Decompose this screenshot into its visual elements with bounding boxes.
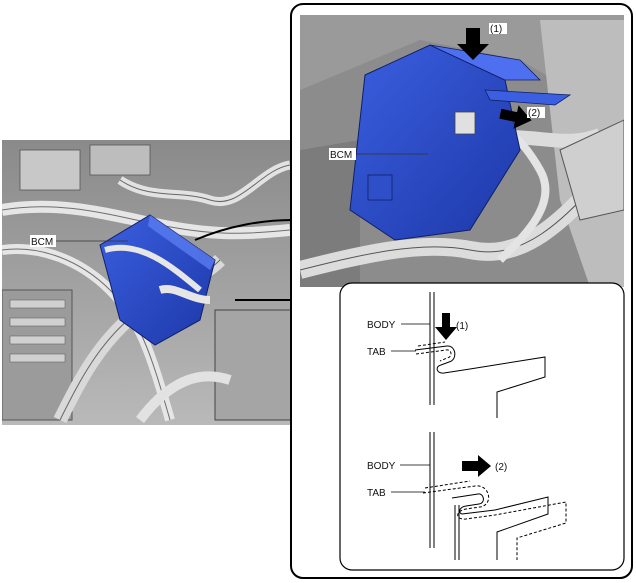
- step-2-arrow-label: (2): [495, 462, 507, 473]
- step-2-body-label: BODY: [367, 461, 396, 472]
- tab-step-2-drawing: [422, 432, 567, 560]
- step-2-arrow-icon: [462, 455, 491, 477]
- closeup-arrow-2-label: (2): [528, 108, 540, 119]
- closeup-arrow-1-label: (1): [490, 24, 502, 35]
- step-1-body-label: BODY: [367, 320, 396, 331]
- detail-panel: [290, 3, 633, 579]
- overview-bcm-label: BCM: [31, 237, 53, 248]
- bcm-removal-view: [300, 15, 624, 287]
- step-1-tab-label: TAB: [367, 347, 386, 358]
- arrow-2-icon: [499, 105, 532, 129]
- callout-line: [194, 219, 293, 241]
- step-1-arrow-label: (1): [456, 321, 468, 332]
- overview-view: [2, 140, 290, 425]
- closeup-bcm-label: BCM: [330, 150, 352, 161]
- tab-detail-panel: [339, 282, 625, 571]
- tab-step-1-drawing: [414, 292, 546, 418]
- step-1-arrow-icon: [435, 313, 457, 340]
- step-2-tab-label: TAB: [367, 488, 386, 499]
- arrow-1-icon: [457, 28, 489, 60]
